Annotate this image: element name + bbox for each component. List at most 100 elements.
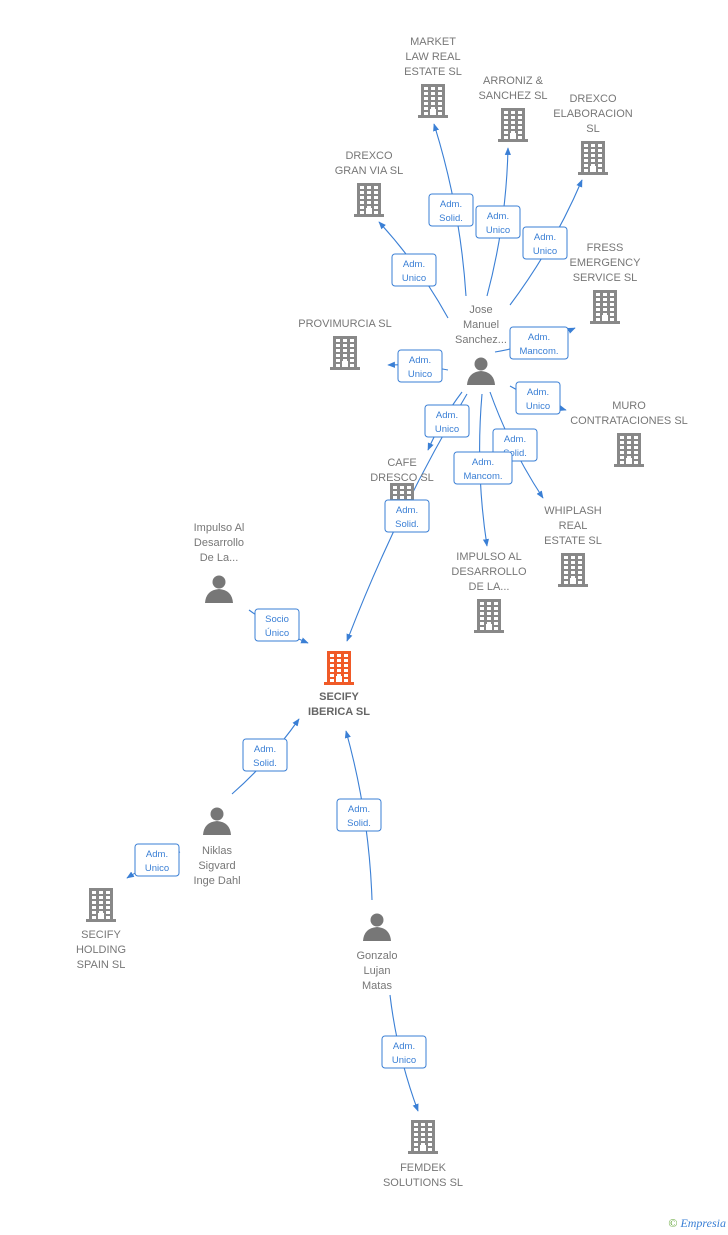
relationship-label[interactable]: Adm.Unico bbox=[397, 349, 443, 383]
building-window bbox=[620, 461, 624, 464]
building-window bbox=[428, 1123, 432, 1126]
relationship-box bbox=[336, 798, 382, 832]
building-window bbox=[564, 581, 568, 584]
relationship-label[interactable]: Adm.Solid. bbox=[336, 798, 382, 832]
node-provimurcia[interactable]: PROVIMURCIA SL bbox=[298, 318, 392, 370]
node-label: Sigvard bbox=[198, 860, 235, 872]
building-window bbox=[603, 308, 607, 311]
relationship-text: Unico bbox=[408, 369, 432, 380]
building-window bbox=[374, 201, 378, 204]
building-window bbox=[367, 196, 371, 199]
relationship-label[interactable]: Adm.Unico bbox=[391, 253, 437, 287]
relationship-label[interactable]: Adm.Solid. bbox=[242, 738, 288, 772]
building-window bbox=[596, 293, 600, 296]
building-door bbox=[342, 361, 348, 367]
node-label: EMERGENCY bbox=[570, 257, 642, 269]
building-window bbox=[578, 576, 582, 579]
node-arroniz[interactable]: ARRONIZ &SANCHEZ SL bbox=[478, 75, 548, 142]
node-label: CONTRATACIONES SL bbox=[570, 415, 688, 427]
person-head bbox=[474, 357, 488, 371]
building-window bbox=[480, 602, 484, 605]
relationship-box bbox=[381, 1035, 427, 1069]
building-window bbox=[428, 1138, 432, 1141]
building-door bbox=[602, 315, 608, 321]
node-label: Matas bbox=[362, 980, 392, 992]
relationship-label[interactable]: Adm.Solid. bbox=[428, 193, 474, 227]
node-jose[interactable]: JoseManuelSanchez... bbox=[455, 304, 507, 385]
relationship-text: Adm. bbox=[504, 434, 526, 445]
building-window bbox=[564, 566, 568, 569]
building-window bbox=[578, 566, 582, 569]
building-window bbox=[337, 669, 341, 672]
building-window bbox=[504, 136, 508, 139]
relationship-label[interactable]: Adm.Mancom. bbox=[509, 326, 569, 360]
building-door bbox=[420, 1145, 426, 1151]
relationship-label[interactable]: Adm.Solid. bbox=[384, 499, 430, 533]
building-window bbox=[424, 102, 428, 105]
node-label: SERVICE SL bbox=[573, 272, 638, 284]
building-window bbox=[634, 456, 638, 459]
node-label: CAFE bbox=[387, 457, 416, 469]
relationship-text: Adm. bbox=[348, 804, 370, 815]
relationship-label[interactable]: Adm.Unico bbox=[475, 205, 521, 239]
building-window bbox=[92, 911, 96, 914]
node-label: DESARROLLO bbox=[451, 566, 527, 578]
relationship-label[interactable]: Adm.Mancom. bbox=[453, 451, 513, 485]
building-base bbox=[354, 214, 384, 217]
relationship-text: Adm. bbox=[472, 457, 494, 468]
building-window bbox=[571, 576, 575, 579]
node-label: Jose bbox=[469, 304, 492, 316]
relationship-text: Adm. bbox=[146, 849, 168, 860]
building-window bbox=[584, 154, 588, 157]
building-window bbox=[487, 612, 491, 615]
relationship-label[interactable]: Adm.Unico bbox=[515, 381, 561, 415]
building-window bbox=[344, 679, 348, 682]
node-label: Impulso Al bbox=[194, 522, 245, 534]
relationship-box bbox=[522, 226, 568, 260]
building-window bbox=[591, 149, 595, 152]
building-window bbox=[627, 446, 631, 449]
building-window bbox=[610, 293, 614, 296]
building-window bbox=[424, 87, 428, 90]
building-window bbox=[414, 1128, 418, 1131]
building-door bbox=[590, 166, 596, 172]
building-window bbox=[393, 486, 397, 489]
building-window bbox=[421, 1133, 425, 1136]
building-door bbox=[366, 208, 372, 214]
building-window bbox=[336, 344, 340, 347]
building-door bbox=[98, 913, 104, 919]
building-window bbox=[620, 436, 624, 439]
building-window bbox=[393, 496, 397, 499]
relationship-text: Unico bbox=[402, 273, 426, 284]
relationship-text: Único bbox=[265, 628, 289, 639]
node-label: ESTATE SL bbox=[404, 66, 462, 78]
node-label: SECIFY bbox=[81, 929, 121, 941]
building-window bbox=[393, 491, 397, 494]
relationship-label[interactable]: Adm.Unico bbox=[381, 1035, 427, 1069]
relationship-label[interactable]: Adm.Unico bbox=[522, 226, 568, 260]
building-window bbox=[414, 1148, 418, 1151]
building-window bbox=[400, 491, 404, 494]
building-window bbox=[620, 456, 624, 459]
relationship-label[interactable]: Adm.Unico bbox=[424, 404, 470, 438]
building-window bbox=[564, 576, 568, 579]
relationship-box bbox=[475, 205, 521, 239]
building-window bbox=[360, 201, 364, 204]
relationship-label[interactable]: Adm.Unico bbox=[134, 843, 180, 877]
building-window bbox=[487, 602, 491, 605]
